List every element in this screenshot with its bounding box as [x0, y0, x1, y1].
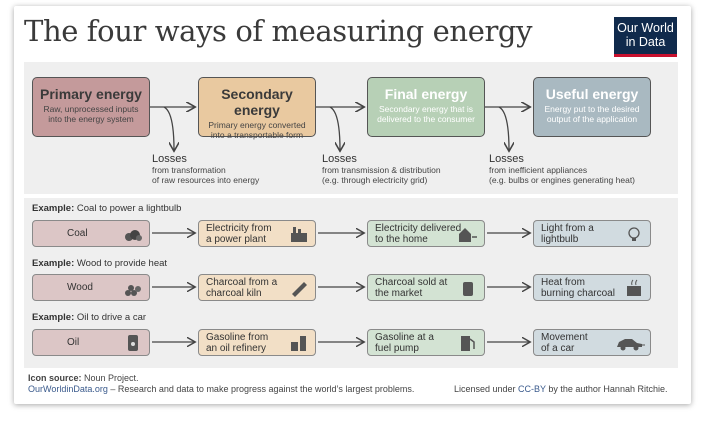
- losses-line: from transmission & distribution: [322, 165, 441, 175]
- step-label: Oil: [67, 337, 80, 348]
- losses-transformation: Losses from transformation of raw resour…: [152, 153, 259, 185]
- loss-arrow-3: [498, 106, 509, 150]
- stage-description: Energy put to the desired output of the …: [544, 104, 640, 124]
- example-oil-heading: Example: Oil to drive a car: [32, 312, 146, 323]
- license-note: Licensed under CC-BY by the author Hanna…: [454, 384, 667, 394]
- site-tagline: OurWorldinData.org – Research and data t…: [28, 384, 414, 394]
- example-arrows: [152, 198, 678, 368]
- license-post: by the author Hannah Ritchie.: [545, 384, 668, 394]
- example-coal-heading: Example: Coal to power a lightbulb: [32, 203, 181, 214]
- icon-source-note: Icon source: Noun Project.: [28, 373, 139, 383]
- logo-line-2: in Data: [625, 35, 666, 49]
- example-wood-heading: Example: Wood to provide heat: [32, 258, 167, 269]
- example-wood-step-1: Wood: [32, 274, 150, 301]
- stage-useful: Useful energy Energy put to the desired …: [533, 77, 651, 137]
- charcoal-bag-icon: [463, 282, 473, 296]
- losses-line: from inefficient appliances: [489, 165, 588, 175]
- stages-panel: Primary energy Raw, unprocessed inputs i…: [24, 62, 678, 194]
- car-icon: [617, 339, 645, 351]
- loss-arrow-2: [329, 106, 340, 150]
- stove-icon: [627, 279, 641, 296]
- losses-line: from transformation: [152, 165, 226, 175]
- wood-icon: [125, 285, 141, 296]
- site-link[interactable]: OurWorldinData.org: [28, 384, 108, 394]
- stage-arrows: [150, 62, 678, 194]
- example-text: Wood to provide heat: [76, 258, 168, 269]
- losses-title: Losses: [152, 153, 187, 165]
- icon-source-text: Noun Project.: [84, 373, 139, 383]
- stage-description: Raw, unprocessed inputs into the energy …: [43, 104, 139, 124]
- stage-final: Final energy Secondary energy that is de…: [367, 77, 485, 137]
- house-plug-icon: [459, 228, 477, 242]
- step-label: Wood: [67, 282, 93, 293]
- losses-line: (e.g. bulbs or engines generating heat): [489, 175, 636, 185]
- step-label: Coal: [67, 228, 88, 239]
- stage-secondary: Secondary energy Primary energy converte…: [198, 77, 316, 140]
- coal-icon: [125, 230, 142, 241]
- losses-line: of raw resources into energy: [152, 175, 260, 185]
- tagline-text: – Research and data to make progress aga…: [107, 384, 415, 394]
- stage-heading: Primary energy: [40, 86, 142, 102]
- stage-heading: Final energy: [384, 86, 468, 102]
- page-title: The four ways of measuring energy: [24, 14, 533, 48]
- license-pre: Licensed under: [454, 384, 519, 394]
- icon-source-label: Icon source:: [28, 373, 82, 383]
- losses-title: Losses: [322, 153, 357, 165]
- license-link[interactable]: CC-BY: [518, 384, 546, 394]
- example-label: Example:: [32, 203, 75, 214]
- loss-arrow-1: [163, 106, 174, 150]
- power-plant-icon: [291, 227, 307, 242]
- losses-appliances: Losses from inefficient appliances (e.g.…: [489, 153, 635, 185]
- example-label: Example:: [32, 312, 75, 323]
- stage-description: Primary energy converted into a transpor…: [208, 120, 306, 140]
- owid-logo[interactable]: Our World in Data: [614, 17, 677, 57]
- oil-barrel-icon: [128, 335, 138, 351]
- losses-transmission: Losses from transmission & distribution …: [322, 153, 441, 185]
- examples-panel: Example: Coal to power a lightbulb Coal …: [24, 198, 678, 368]
- losses-title: Losses: [489, 153, 524, 165]
- example-label: Example:: [32, 258, 75, 269]
- example-oil-step-1: Oil: [32, 329, 150, 356]
- example-text: Coal to power a lightbulb: [76, 203, 182, 214]
- charcoal-icon: [292, 282, 307, 297]
- logo-line-1: Our World: [617, 21, 674, 35]
- stage-description: Secondary energy that is delivered to th…: [377, 104, 475, 124]
- lightbulb-icon: [628, 227, 640, 241]
- stage-primary: Primary energy Raw, unprocessed inputs i…: [32, 77, 150, 137]
- stage-heading: Secondary energy: [221, 86, 293, 118]
- losses-line: (e.g. through electricity grid): [322, 175, 428, 185]
- example-text: Oil to drive a car: [76, 312, 147, 323]
- stage-heading: Useful energy: [545, 86, 639, 102]
- refinery-icon: [291, 336, 306, 351]
- fuel-pump-icon: [461, 336, 475, 351]
- example-coal-step-1: Coal: [32, 220, 150, 247]
